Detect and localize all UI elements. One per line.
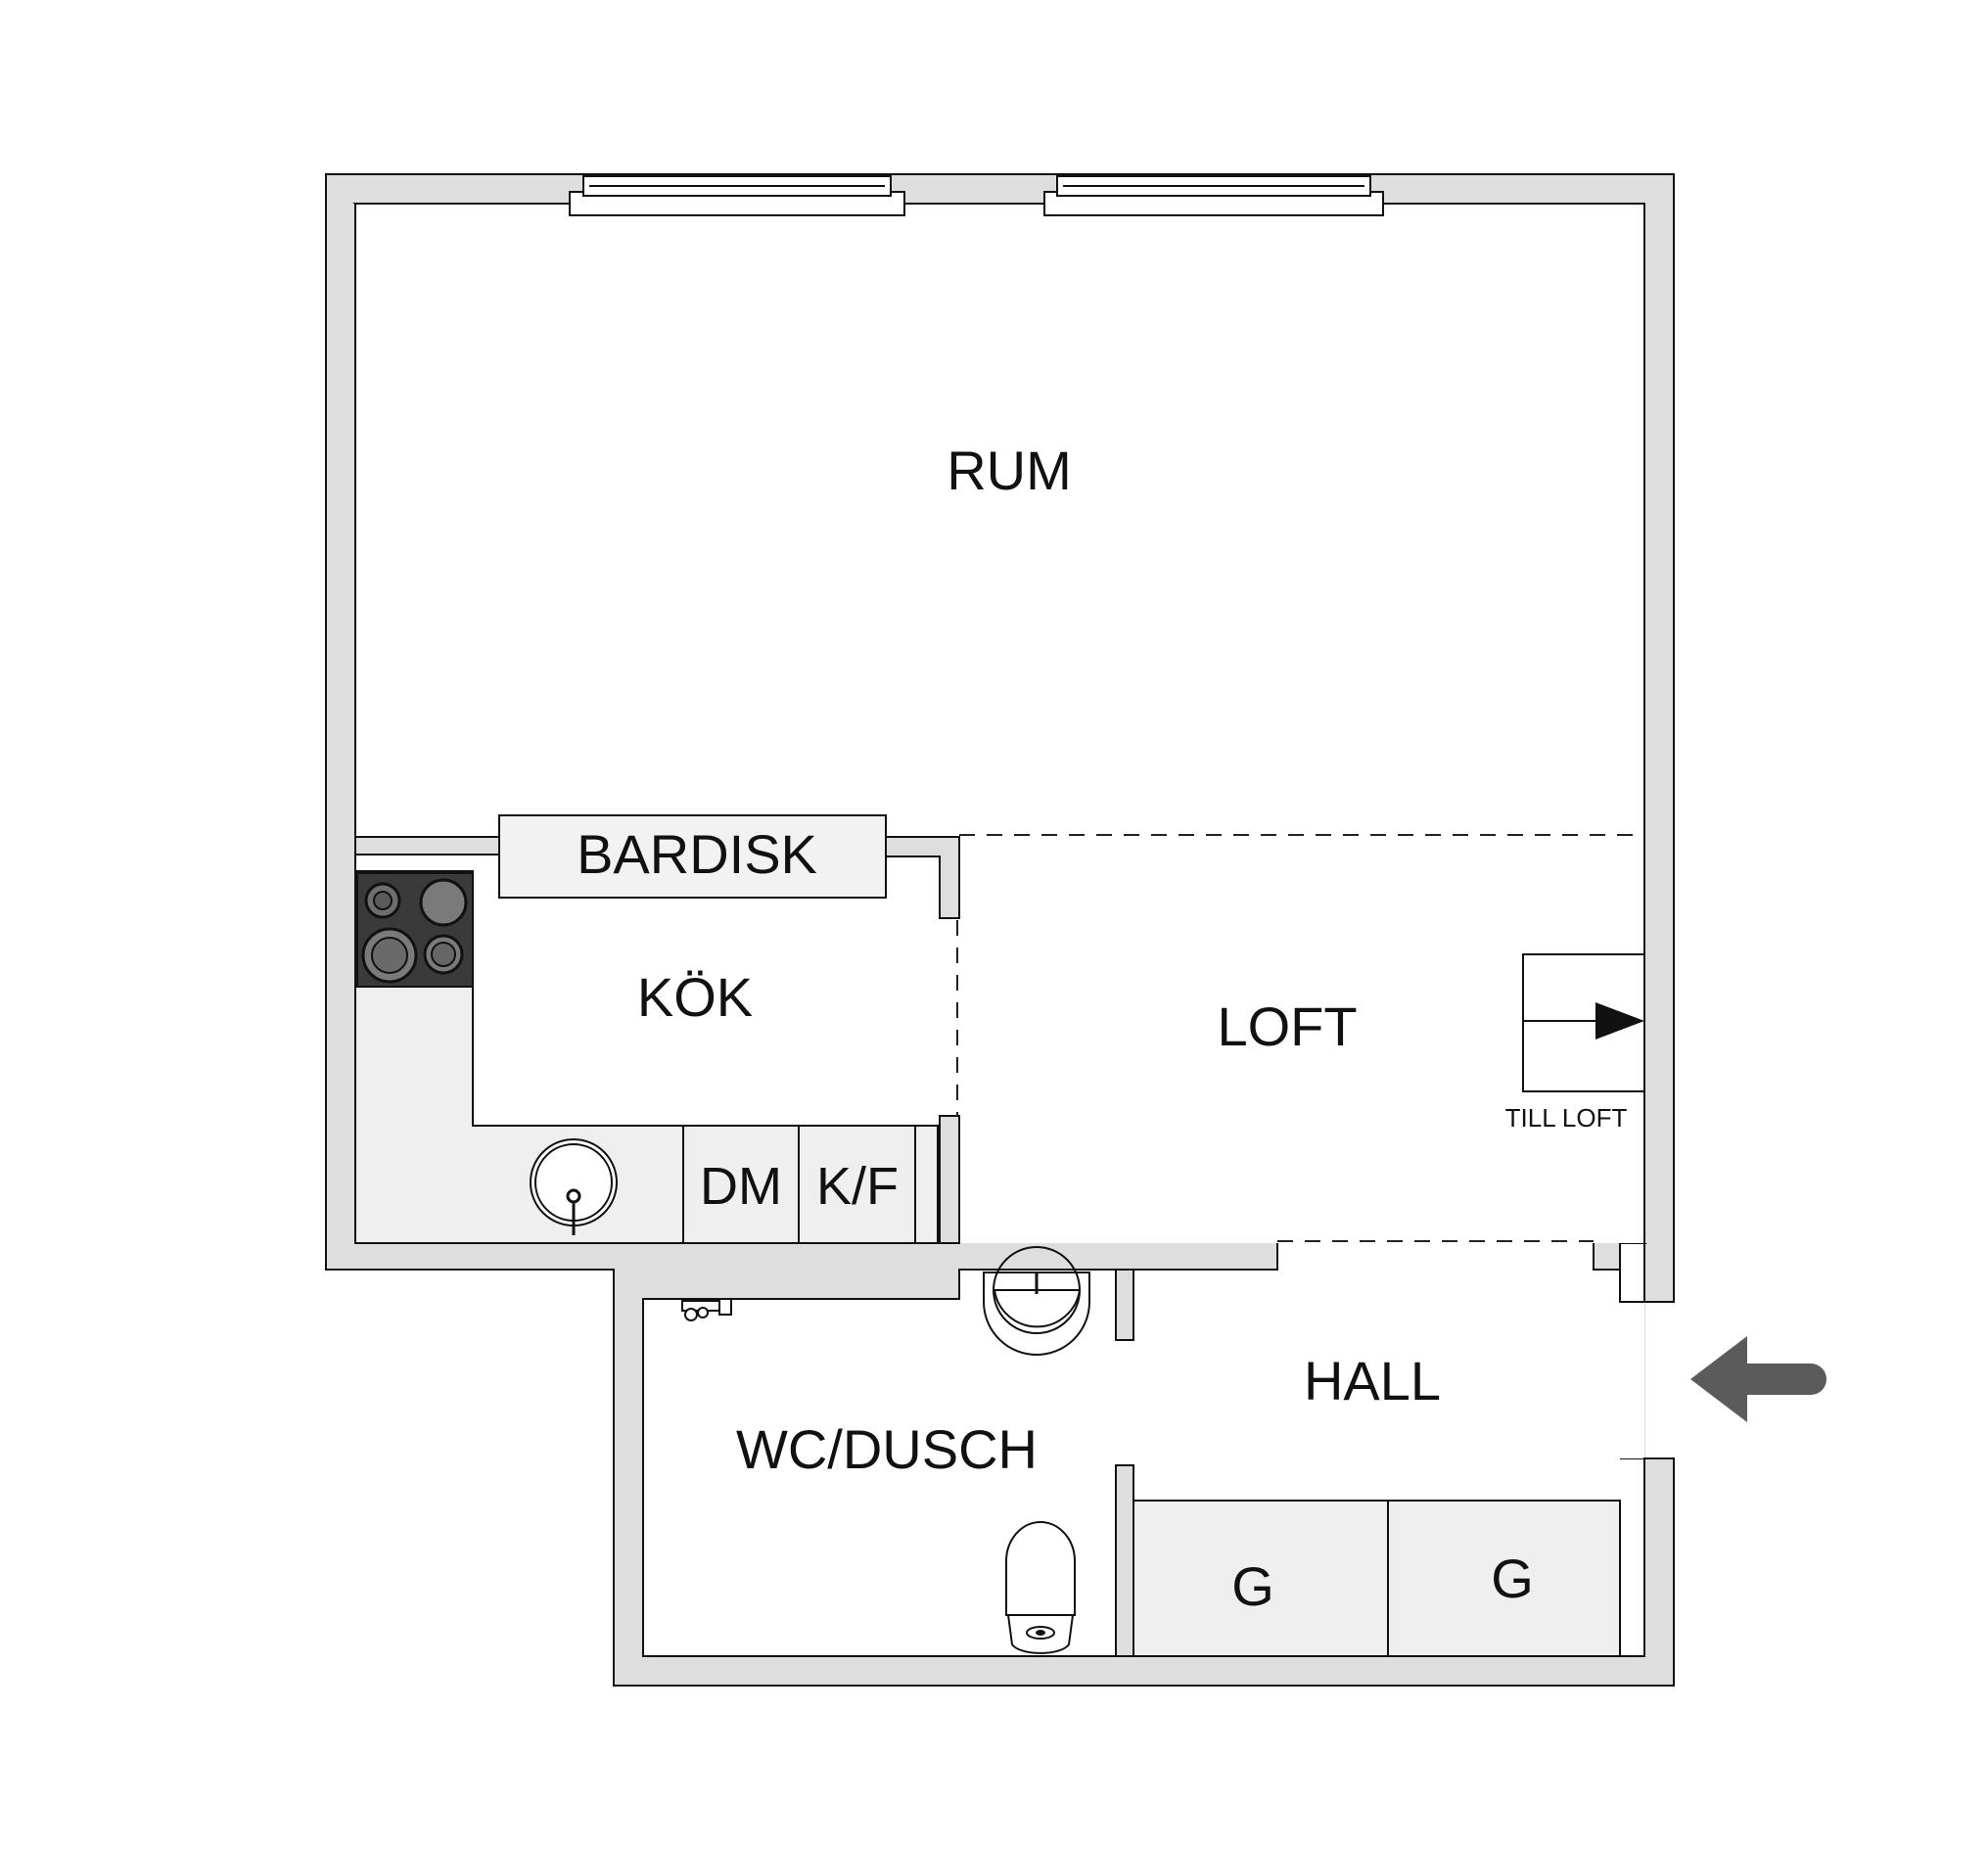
cooktop [356,872,474,988]
bathroom-sink-icon [983,1246,1090,1356]
kitchen-sink-icon [530,1138,618,1235]
interior-outline [354,203,1674,1657]
interior-floor [355,204,1644,1656]
label-loft: LOFT [1217,995,1357,1057]
label-kf: K/F [816,1157,899,1216]
kitchen-top-wall [354,836,500,856]
kitchen-right-wall-lower [939,1115,960,1244]
stair-arrow-icon [1595,1002,1644,1040]
label-bardisk: BARDISK [577,823,817,885]
toilet-icon [1005,1521,1076,1654]
window-right [1043,175,1384,216]
entrance-opening [1645,1303,1675,1457]
label-hall: HALL [1304,1350,1441,1411]
label-kok: KÖK [637,966,753,1028]
label-wardrobe-2: G [1491,1548,1534,1609]
label-rum: RUM [947,439,1072,501]
bar-counter [498,814,887,899]
bath-hall-divider-lower [1115,1464,1134,1657]
label-till-loft: TILL LOFT [1505,1103,1628,1133]
window-left [569,175,905,216]
label-wardrobe-1: G [1231,1555,1274,1617]
label-dm: DM [700,1157,782,1216]
kitchen-counter [354,870,939,1244]
entry-arrow-icon [1690,1336,1826,1422]
label-wc-dusch: WC/DUSCH [736,1418,1038,1480]
wardrobes [1133,1500,1621,1657]
bath-hall-divider-upper [1115,1269,1134,1341]
shower-mixer-icon [681,1298,732,1321]
loft-stair [1522,953,1645,1092]
